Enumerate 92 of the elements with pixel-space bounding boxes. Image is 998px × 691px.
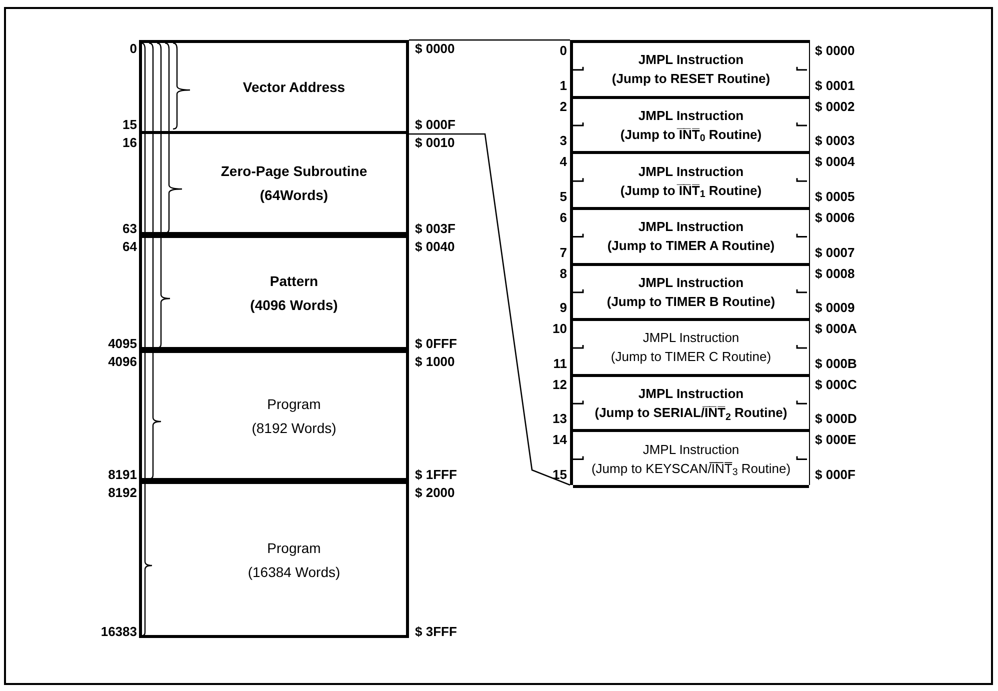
- region-label: (64Words): [260, 188, 328, 202]
- region-label: JMPL Instruction: [642, 331, 740, 344]
- address-number: 63: [122, 222, 137, 235]
- address-number: 3: [560, 134, 567, 148]
- address-number: 14: [552, 433, 567, 446]
- region-label: (Jump to KEYSCAN/I̅N̅T̅$_{3}$ Routine): [591, 462, 791, 475]
- hex-address: $ 0002: [815, 100, 855, 113]
- address-number: 4096: [108, 355, 137, 368]
- region-label: Program: [267, 540, 321, 554]
- region-label: Pattern: [270, 274, 318, 288]
- hex-address: $ 0008: [815, 266, 855, 280]
- hex-address: $ 000F: [415, 118, 456, 131]
- hex-address: $ 0009: [815, 301, 855, 314]
- address-number: 1: [560, 78, 567, 92]
- vector-entry-box: [573, 376, 809, 432]
- region-label: (Jump to TIMER B Routine): [606, 294, 776, 308]
- hex-address: $ 1000: [415, 355, 455, 368]
- region-label: JMPL Instruction: [638, 108, 744, 122]
- address-number: 8: [560, 266, 567, 280]
- region-label: JMPL Instruction: [638, 276, 744, 289]
- memory-region-box: [139, 235, 409, 350]
- region-label: Program: [267, 396, 321, 410]
- hex-address: $ 0007: [815, 246, 855, 258]
- hex-address: $ 000D: [815, 412, 857, 426]
- address-number: 11: [553, 356, 567, 370]
- region-label: JMPL Instruction: [638, 53, 744, 66]
- memory-region-box: [139, 40, 409, 134]
- hex-address: $ 0004: [815, 155, 855, 168]
- address-number: 9: [560, 301, 567, 314]
- address-number: 0: [560, 44, 567, 57]
- vector-entry-box: [573, 266, 809, 322]
- hex-address: $ 0000: [815, 44, 855, 57]
- vector-entry-box: [573, 154, 809, 210]
- memory-region-box: [139, 481, 409, 638]
- hex-address: $ 0001: [815, 78, 855, 92]
- address-number: 5: [560, 190, 567, 203]
- address-number: 8192: [108, 486, 137, 499]
- vector-entry-box: [573, 98, 809, 154]
- address-number: 0: [130, 42, 137, 55]
- hex-address: $ 2000: [415, 486, 455, 499]
- hex-address: $ 000E: [815, 433, 856, 446]
- hex-address: $ 0003: [815, 134, 855, 148]
- hex-address: $ 000A: [815, 322, 857, 336]
- expansion-line: [409, 39, 570, 41]
- address-number: 15: [122, 118, 137, 131]
- address-number: 13: [552, 412, 567, 426]
- region-label: (Jump to TIMER C Routine): [610, 350, 772, 364]
- hex-address: $ 0000: [415, 42, 455, 55]
- hex-address: $ 003F: [415, 222, 456, 235]
- vector-entry-box: [573, 43, 809, 99]
- hex-address: $ 0040: [415, 240, 455, 253]
- address-number: 2: [560, 100, 567, 113]
- address-number: 10: [552, 322, 567, 336]
- hex-address: $ 000C: [815, 378, 857, 391]
- memory-region-box: [139, 350, 409, 481]
- region-label: Vector Address: [242, 80, 346, 94]
- region-label: (Jump to I̅N̅T̅$_{1}$ Routine): [620, 184, 762, 197]
- hex-address: $ 000B: [815, 356, 857, 370]
- region-label: (4096 Words): [250, 298, 338, 312]
- vector-entry-box: [573, 432, 809, 488]
- address-number: 12: [552, 378, 567, 391]
- address-number: 6: [560, 210, 567, 224]
- address-number: 8191: [108, 468, 137, 481]
- address-number: 15: [552, 468, 567, 481]
- hex-address: $ 0010: [415, 136, 455, 149]
- region-label: JMPL Instruction: [642, 442, 740, 456]
- address-number: 4095: [108, 337, 137, 350]
- expansion-line: [409, 133, 570, 486]
- region-label: JMPL Instruction: [638, 220, 744, 234]
- region-label: (Jump to TIMER A Routine): [607, 239, 775, 252]
- region-label: (8192 Words): [252, 420, 336, 434]
- region-label: (16384 Words): [248, 564, 340, 578]
- region-label: (Jump to SERIAL/I̅N̅T̅$_{2}$ Routine): [594, 406, 788, 420]
- hex-address: $ 0006: [815, 210, 855, 224]
- address-number: 7: [560, 246, 567, 258]
- address-number: 4: [560, 155, 567, 168]
- region-label: (Jump to I̅N̅T̅$_{0}$ Routine): [620, 128, 762, 141]
- hex-address: $ 0FFF: [415, 337, 457, 350]
- hex-address: $ 1FFF: [415, 468, 457, 481]
- region-label: Zero-Page Subroutine: [220, 164, 368, 178]
- hex-address: $ 0005: [815, 190, 855, 203]
- hex-address: $ 000F: [815, 468, 856, 481]
- address-number: 64: [122, 240, 137, 253]
- region-label: JMPL Instruction: [638, 387, 744, 400]
- address-number: 16383: [100, 625, 137, 638]
- vector-entry-box: [573, 210, 809, 266]
- hex-address: $ 3FFF: [415, 625, 457, 638]
- region-label: JMPL Instruction: [638, 164, 744, 178]
- region-label: (Jump to RESET Routine): [612, 72, 770, 86]
- memory-region-box: [139, 131, 409, 235]
- address-number: 16: [122, 136, 137, 149]
- vector-entry-box: [573, 321, 809, 377]
